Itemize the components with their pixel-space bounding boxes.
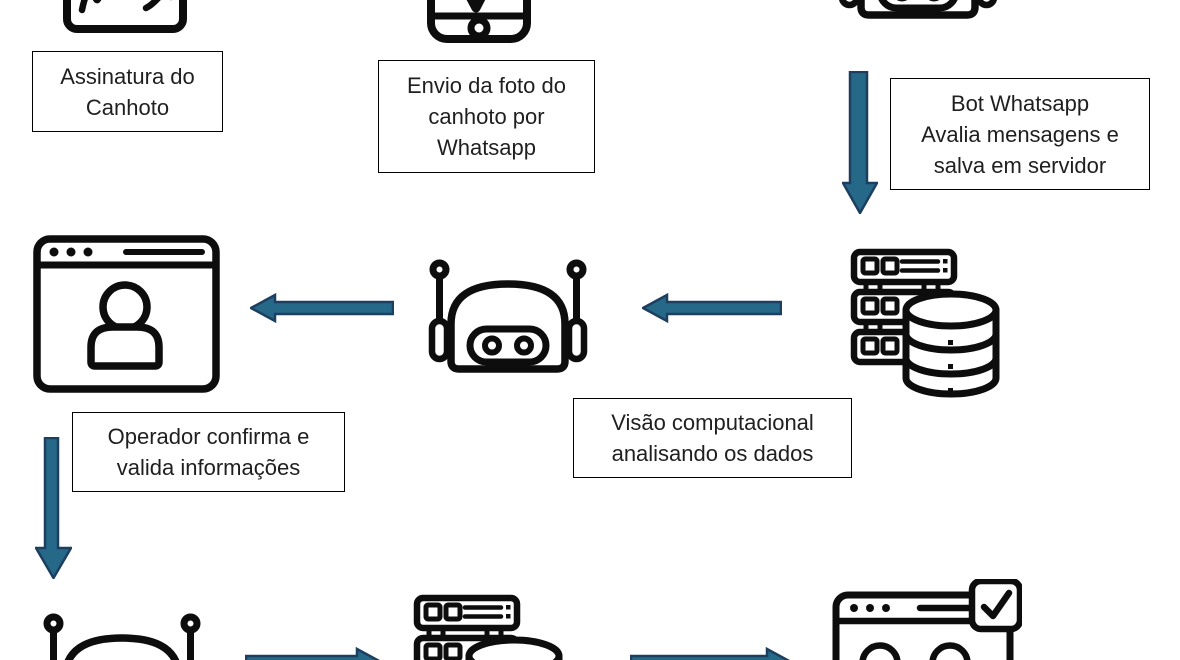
label-assinatura: Assinatura do Canhoto: [32, 51, 223, 132]
label-envio: Envio da foto do canhoto por Whatsapp: [378, 60, 595, 173]
arrow-right-robo-final-to-servidor-final: [245, 646, 380, 660]
label-envio-text: Envio da foto do canhoto por Whatsapp: [406, 73, 566, 160]
server-database-icon: [413, 594, 563, 660]
arrow-down-operador-to-robo-final: [35, 437, 72, 579]
arrow-left-visao-to-operador: [250, 292, 394, 324]
label-operador: Operador confirma e valida informações: [72, 412, 345, 492]
robot-icon: [42, 612, 202, 660]
label-visao-text: Visão computacional analisando os dados: [611, 410, 814, 466]
browser-check-icon: [832, 579, 1022, 660]
label-bot-whatsapp: Bot Whatsapp Avalia mensagens e salva em…: [890, 78, 1150, 190]
label-assinatura-text: Assinatura do Canhoto: [60, 63, 195, 120]
robot-icon: [838, 0, 998, 19]
arrow-right-servidor-final-to-confirmacao: [630, 646, 790, 660]
robot-icon: [428, 258, 588, 373]
label-bot-whatsapp-text: Bot Whatsapp Avalia mensagens e salva em…: [921, 90, 1119, 178]
label-visao: Visão computacional analisando os dados: [573, 398, 852, 478]
browser-user-icon: [33, 235, 220, 393]
arrow-left-servidor-to-visao: [642, 292, 782, 324]
label-operador-text: Operador confirma e valida informações: [107, 424, 310, 480]
smartphone-check-icon: [426, 0, 532, 44]
server-database-icon: [850, 248, 1000, 398]
signature-document-icon: [62, 0, 188, 34]
arrow-down-bot-to-servidor: [842, 71, 878, 214]
